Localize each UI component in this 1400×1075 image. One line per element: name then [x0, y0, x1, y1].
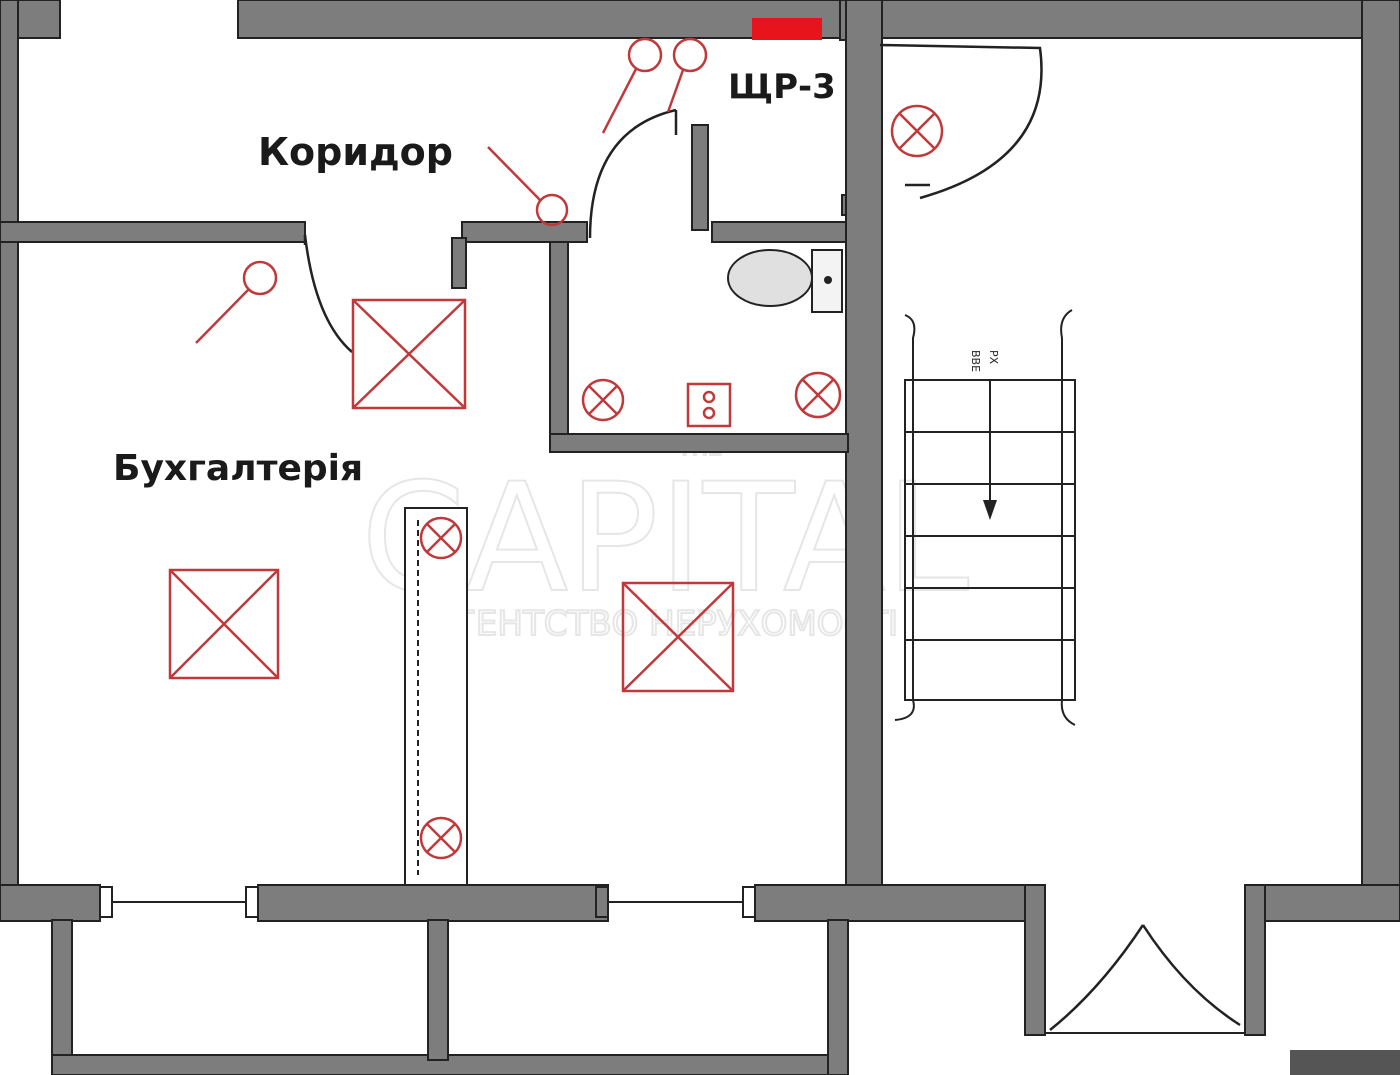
doors — [303, 43, 1241, 1031]
bottom-wall-2 — [257, 884, 609, 922]
bathroom-wall-left — [549, 241, 569, 453]
socket-icon — [686, 382, 732, 428]
staircase: ВВЕ РХ — [894, 309, 1076, 726]
switch-icon — [666, 37, 708, 113]
switch-icon — [601, 37, 663, 134]
stair-mark-down: РХ — [987, 350, 1000, 365]
stair-wall — [845, 0, 883, 889]
ceiling-light-icon — [581, 378, 625, 422]
right-wall — [1361, 0, 1400, 921]
switch-icon — [195, 260, 278, 344]
ceiling-light-icon — [890, 104, 944, 158]
corridor-wall-left — [0, 221, 306, 243]
door-entrance-right — [1141, 924, 1241, 1027]
bottom-wall-4 — [1261, 884, 1400, 922]
window-2 — [595, 886, 756, 918]
ceiling-light-icon — [419, 816, 463, 860]
room-label-corridor: Коридор — [258, 130, 453, 174]
ceiling-panel-icon — [168, 568, 280, 680]
panel-label: ЩР-3 — [728, 67, 836, 107]
window-1 — [99, 886, 259, 918]
vestibule-partition — [691, 124, 709, 231]
bathroom-wall-bottom — [549, 433, 849, 453]
bottom-wall-1 — [0, 884, 101, 922]
corridor-wall-mid — [461, 221, 588, 243]
left-wall — [0, 0, 19, 891]
door-accounting — [303, 234, 353, 353]
door-entrance-left — [1049, 924, 1145, 1031]
corridor-wall-right — [711, 221, 848, 243]
room-label-accounting: Бухгалтерія — [113, 448, 363, 489]
door-stairwell — [879, 43, 1043, 200]
bathroom — [727, 249, 843, 313]
ceiling-panel-icon — [621, 581, 735, 693]
electrical-panel-icon — [752, 18, 822, 40]
bottom-wall-3 — [754, 884, 1026, 922]
top-wall — [237, 0, 844, 39]
stair-mark-up: ВВЕ — [969, 350, 982, 372]
ceiling-panel-icon — [351, 298, 467, 410]
door-corridor-vestibule — [588, 108, 677, 239]
ceiling-light-icon — [794, 371, 842, 419]
ceiling-light-icon — [419, 516, 463, 560]
electrical — [168, 18, 944, 860]
toilet-icon — [727, 249, 813, 307]
switch-icon — [487, 146, 569, 227]
